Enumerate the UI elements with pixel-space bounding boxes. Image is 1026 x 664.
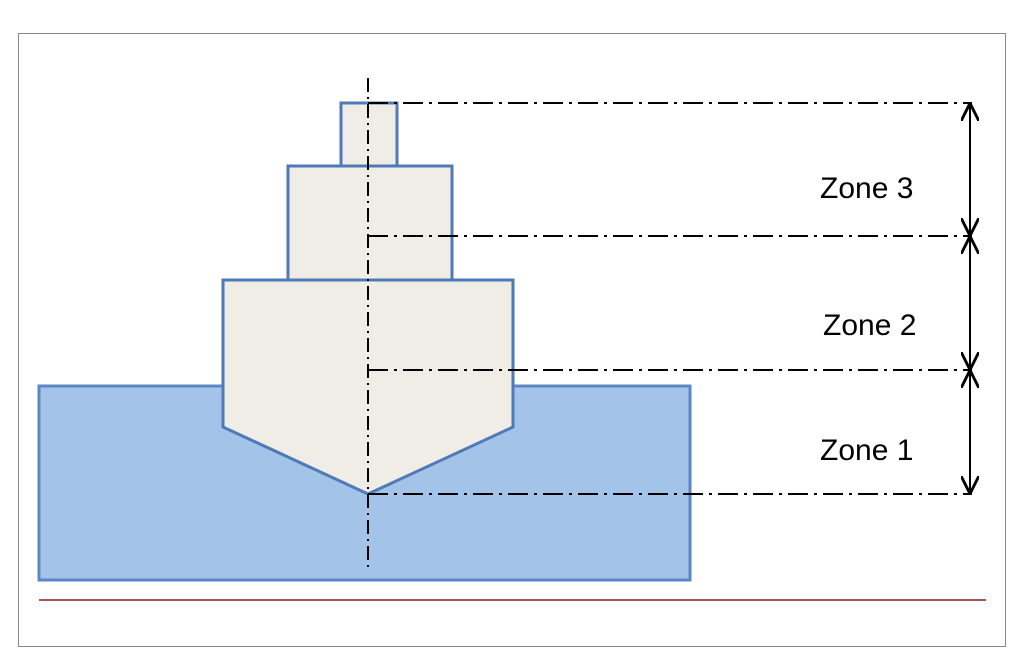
zone-3-label: Zone 3 [820,172,913,205]
zone-2-label: Zone 2 [823,309,916,342]
zone-1-label: Zone 1 [820,434,913,467]
hull-middle-tier [286,164,454,282]
hull-bottom-section [221,278,515,496]
